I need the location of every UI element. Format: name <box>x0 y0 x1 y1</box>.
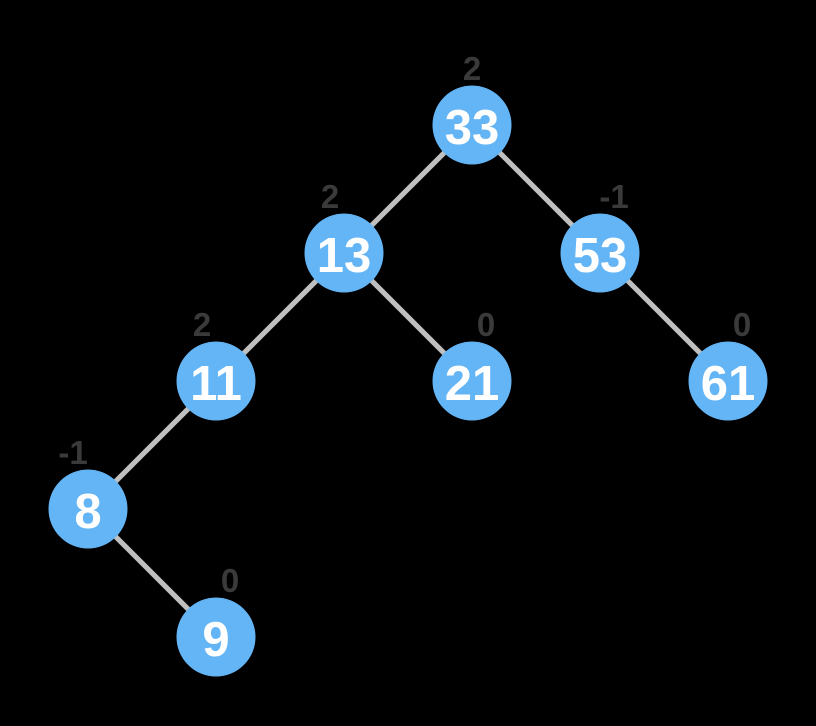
svg-text:0: 0 <box>221 562 239 599</box>
svg-text:2: 2 <box>463 50 481 87</box>
svg-text:8: 8 <box>74 485 101 539</box>
svg-text:2: 2 <box>321 178 339 215</box>
svg-text:11: 11 <box>190 357 242 411</box>
svg-text:53: 53 <box>573 229 628 283</box>
svg-text:2: 2 <box>193 306 211 343</box>
svg-text:-1: -1 <box>58 434 87 471</box>
svg-text:33: 33 <box>445 101 500 155</box>
svg-text:-1: -1 <box>599 178 628 215</box>
svg-text:21: 21 <box>445 357 500 411</box>
svg-text:9: 9 <box>202 613 229 667</box>
svg-text:61: 61 <box>701 357 756 411</box>
svg-text:13: 13 <box>317 229 372 283</box>
svg-text:0: 0 <box>733 306 751 343</box>
svg-text:0: 0 <box>477 306 495 343</box>
